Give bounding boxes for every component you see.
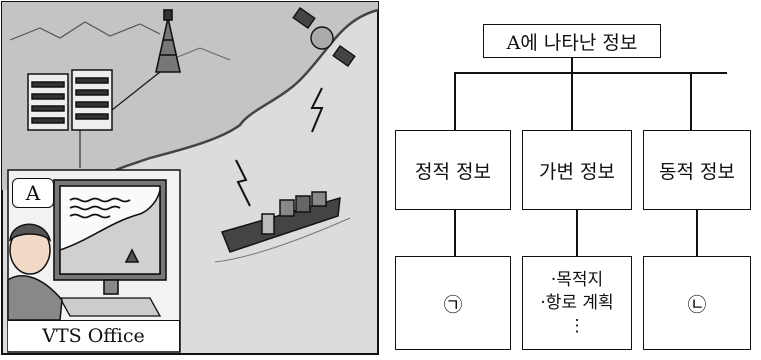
leaf-variable-item: ·항로 계획 — [540, 292, 614, 313]
category-variable-info: 가변 정보 — [522, 130, 632, 210]
satellite — [292, 6, 356, 68]
info-tree-diagram: A에 나타난 정보 정적 정보 가변 정보 동적 정보 ㉠ ·목적지 ·항로 계… — [380, 0, 761, 356]
container-ship — [220, 191, 341, 253]
leaf-static: ㉠ — [395, 256, 511, 350]
radio-tower — [155, 9, 181, 73]
connector-variable — [571, 72, 573, 130]
office-buildings — [27, 69, 113, 131]
category-dynamic-info: 동적 정보 — [643, 130, 751, 210]
connector-root — [571, 58, 573, 72]
category-static-info: 정적 정보 — [395, 130, 511, 210]
leaf-dynamic: ㉡ — [643, 256, 751, 350]
connector-static-leaf — [454, 210, 456, 256]
label-a: A — [12, 178, 54, 208]
leaf-variable-ellipsis: ⋮ — [568, 315, 586, 336]
connector-dynamic — [690, 72, 692, 130]
root-box: A에 나타난 정보 — [483, 24, 661, 58]
vts-illustration: A VTS Office — [0, 0, 380, 356]
vts-scene-drawing — [1, 1, 379, 355]
connector-variable-leaf — [576, 210, 578, 256]
monitor — [53, 179, 167, 295]
connector-static — [454, 72, 456, 130]
operator-person — [7, 223, 63, 321]
vts-office-label: VTS Office — [8, 320, 180, 351]
connector-bar — [454, 72, 727, 74]
leaf-variable-item: ·목적지 — [550, 269, 604, 290]
connector-dynamic-leaf — [696, 210, 698, 256]
leaf-variable: ·목적지 ·항로 계획 ⋮ — [522, 256, 632, 350]
